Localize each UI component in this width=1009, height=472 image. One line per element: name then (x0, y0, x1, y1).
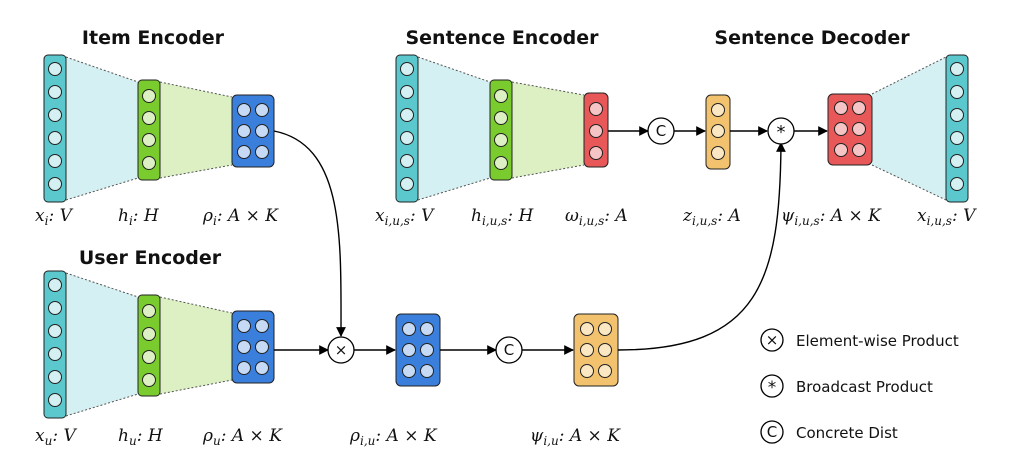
broadcast-operator: * (767, 117, 795, 145)
user-encoder-title: User Encoder (79, 247, 222, 269)
element-wise-symbol: × (766, 331, 779, 349)
legend-element-wise: × Element-wise Product (760, 328, 959, 352)
concrete-operator-user: C (495, 336, 523, 364)
legend-broadcast-label: Broadcast Product (796, 378, 933, 396)
broadcast-symbol: * (768, 378, 777, 398)
user-input-trapezoid (66, 273, 138, 416)
element-wise-operator: × (327, 336, 355, 364)
label-omega-ius: ωi,u,s: A (565, 206, 628, 228)
psi-iu-block (573, 313, 619, 387)
sentence-input-trapezoid (418, 57, 490, 200)
legend: × Element-wise Product * Broadcast Produ… (760, 328, 959, 444)
label-x-i: xi: V (35, 206, 74, 228)
rho-iu-block (395, 313, 441, 387)
label-x-ius: xi,u,s: V (375, 206, 435, 228)
sentence-encoder-title: Sentence Encoder (405, 27, 599, 49)
concrete-symbol: C (656, 122, 666, 140)
label-psi-ius: ψi,u,s: A × K (781, 206, 882, 228)
broadcast-symbol: * (777, 122, 786, 143)
decoder-output-trapezoid (872, 57, 946, 200)
label-z-ius: zi,u,s: A (682, 206, 741, 228)
label-rho-u: ρu: A × K (202, 426, 283, 448)
label-h-u: hu: H (118, 426, 164, 448)
z-block (705, 94, 731, 170)
legend-element-wise-label: Element-wise Product (796, 332, 959, 350)
user-rho-block (231, 310, 275, 384)
psi-ius-block (827, 93, 873, 166)
decoder-output-layer (945, 54, 969, 203)
label-x-u: xu: V (35, 426, 77, 448)
label-x-ius-output: xi,u,s: V (917, 206, 977, 228)
user-hidden-layer (137, 294, 161, 397)
user-input-layer (43, 270, 67, 419)
label-h-ius: hi,u,s: H (471, 206, 534, 228)
label-psi-iu: ψi,u: A × K (530, 426, 621, 448)
omega-block (583, 92, 609, 168)
sentence-input-layer (395, 54, 419, 203)
concrete-symbol: C (767, 423, 777, 441)
legend-concrete: C Concrete Dist (760, 420, 898, 444)
element-wise-symbol: × (335, 341, 348, 359)
trapezoids (65, 56, 947, 417)
legend-concrete-label: Concrete Dist (796, 424, 898, 442)
sentence-hidden-trapezoid (512, 82, 584, 178)
item-hidden-trapezoid (160, 82, 232, 178)
label-h-i: hi: H (118, 206, 160, 228)
item-input-layer (43, 54, 67, 203)
concrete-operator-sentence: C (647, 117, 675, 145)
sentence-decoder-title: Sentence Decoder (714, 27, 910, 49)
sentence-hidden-layer (489, 79, 513, 181)
label-rho-iu: ρi,u: A × K (349, 426, 438, 448)
item-hidden-layer (137, 79, 161, 181)
concrete-symbol: C (504, 341, 514, 359)
label-rho-i: ρi: A × K (202, 206, 279, 228)
item-rho-block (231, 94, 275, 168)
item-input-trapezoid (66, 57, 138, 200)
item-encoder-title: Item Encoder (82, 27, 225, 49)
legend-broadcast: * Broadcast Product (760, 374, 933, 398)
variable-labels: xi: V hi: H ρi: A × K xi,u,s: V hi,u,s: … (35, 206, 977, 448)
user-hidden-trapezoid (160, 297, 232, 394)
connections (273, 126, 828, 355)
